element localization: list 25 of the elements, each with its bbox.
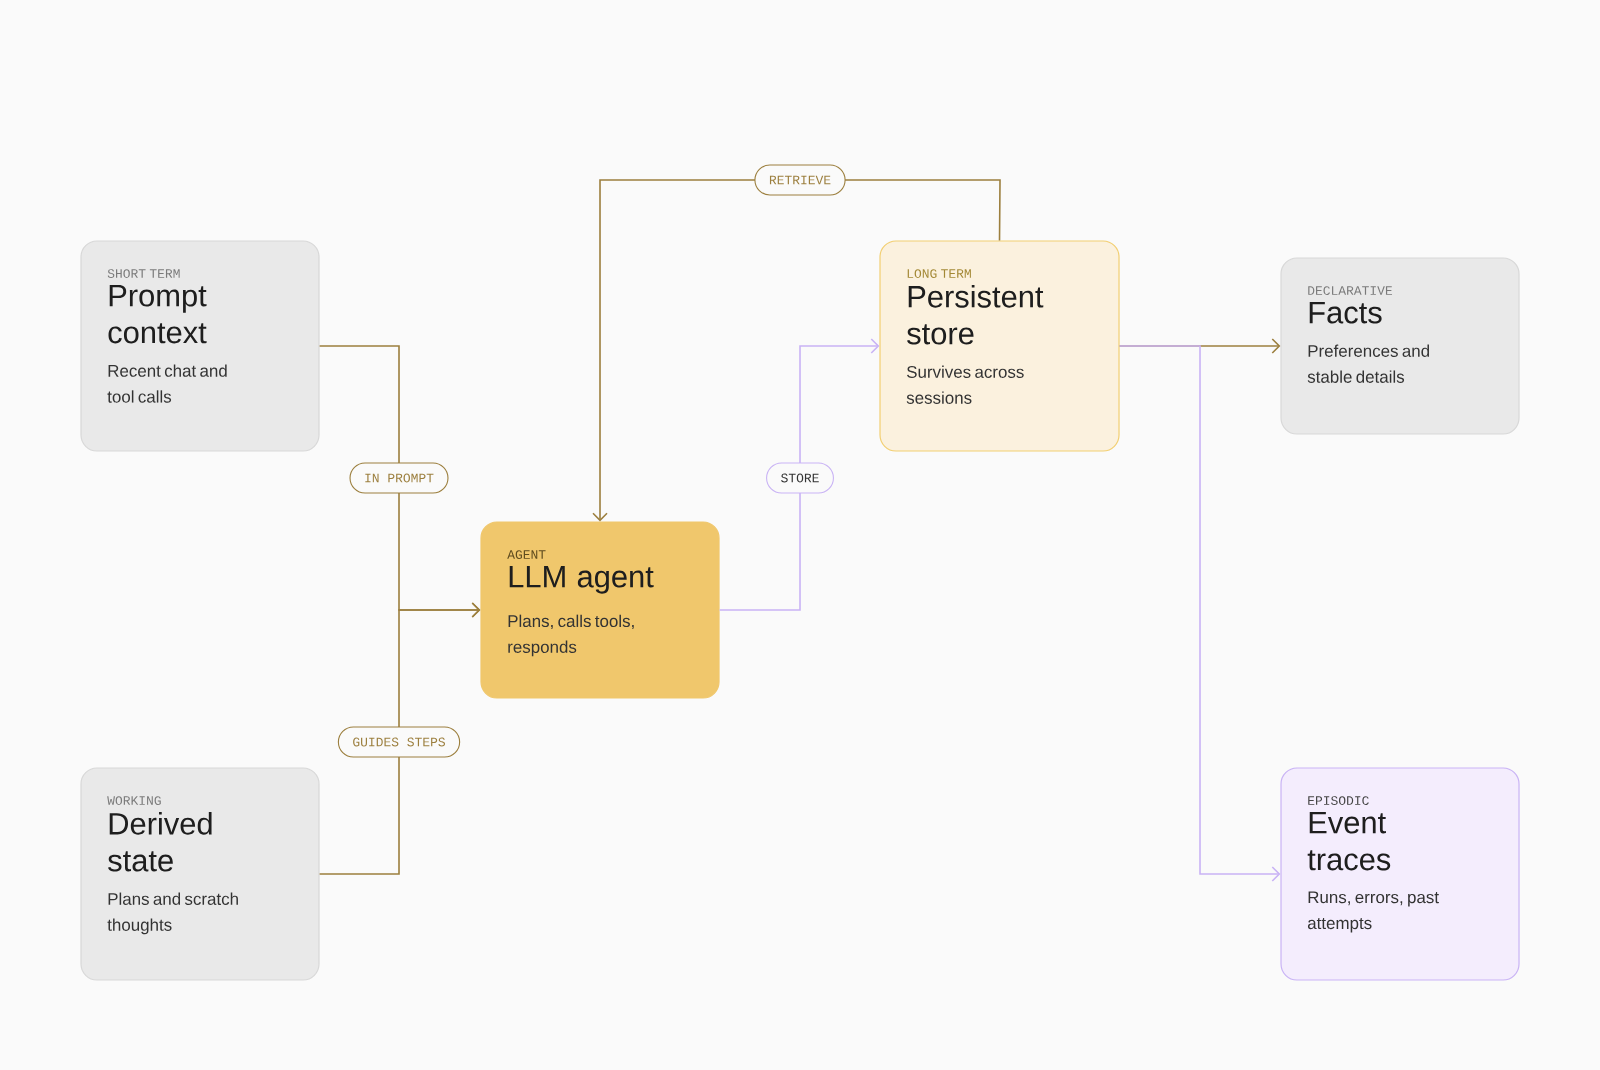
kind-label: EPISODIC	[1308, 796, 1369, 805]
card-description: Recent chat and tool calls	[107, 364, 227, 403]
edge-label: GUIDES STEPS	[337, 726, 461, 758]
card-title: Derived state	[108, 812, 212, 872]
kind-label: AGENT	[507, 550, 546, 559]
card-description: Survives across sessions	[906, 365, 1024, 404]
card-description: Preferences and stable details	[1307, 344, 1429, 383]
card-title: LLM agent	[509, 566, 654, 594]
card-description: Runs, errors, past attempts	[1307, 891, 1439, 933]
edge-label: STORE	[766, 462, 834, 494]
card-description: Plans and scratch thoughts	[107, 892, 238, 935]
edge-label: RETRIEVE	[754, 164, 846, 196]
card-title: Persistent store	[907, 285, 1044, 345]
card-title: Prompt context	[108, 285, 207, 344]
kind-label: DECLARATIVE	[1308, 286, 1392, 295]
connector-arrow	[318, 602, 481, 875]
edge-label: IN PROMPT	[349, 462, 449, 494]
kind-label: WORKING	[107, 796, 161, 805]
card-description: Plans, calls tools, responds	[508, 614, 634, 657]
connector-arrow	[1118, 345, 1281, 882]
card-title: Facts	[1309, 302, 1382, 324]
connector-arrow	[718, 338, 880, 611]
card-title: Event traces	[1307, 812, 1391, 871]
kind-label: LONG TERM	[907, 269, 971, 278]
kind-label: SHORT TERM	[107, 269, 180, 278]
